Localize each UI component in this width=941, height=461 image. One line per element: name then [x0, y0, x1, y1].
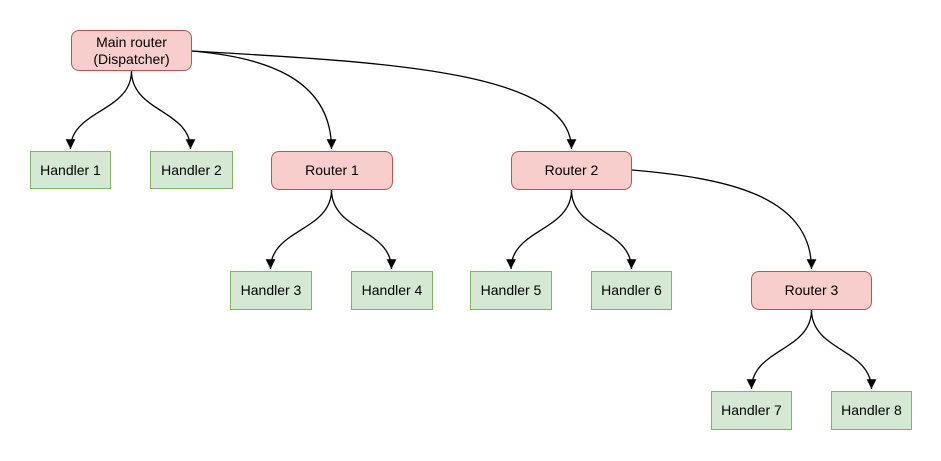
- node-router-2: Router 2: [511, 151, 632, 190]
- edge-main-to-router-2: [191, 50, 577, 150]
- node-label: Router 2: [544, 162, 599, 178]
- node-main-router-dispatcher: Main router (Dispatcher): [71, 30, 192, 71]
- node-router-3: Router 3: [751, 271, 872, 310]
- edge-router-3-to-handler-8: [810, 309, 877, 390]
- edge-main-to-handler-1: [65, 70, 133, 150]
- node-handler-5: Handler 5: [470, 271, 552, 310]
- node-label: Router 3: [784, 282, 839, 298]
- node-handler-2: Handler 2: [150, 151, 233, 189]
- edge-main-to-handler-2: [130, 70, 196, 150]
- node-label: Main router: [96, 33, 167, 50]
- node-handler-6: Handler 6: [591, 271, 672, 310]
- node-handler-4: Handler 4: [351, 271, 433, 310]
- node-label: Handler 6: [601, 282, 662, 298]
- node-label: Handler 8: [841, 402, 902, 418]
- node-label: Router 1: [305, 162, 359, 178]
- node-handler-1: Handler 1: [30, 151, 111, 189]
- node-handler-8: Handler 8: [831, 391, 912, 430]
- node-handler-7: Handler 7: [711, 391, 792, 430]
- node-label: Handler 4: [361, 282, 423, 298]
- edge-router-1-to-handler-4: [330, 189, 397, 270]
- node-label: Handler 2: [161, 161, 222, 178]
- edge-main-to-router-1: [191, 50, 337, 150]
- edge-router-2-to-handler-5: [506, 189, 573, 270]
- edge-router-2-to-router-3: [631, 169, 817, 270]
- node-label: Handler 3: [240, 282, 302, 298]
- node-label: Handler 1: [40, 161, 101, 178]
- edge-router-1-to-handler-3: [265, 189, 333, 270]
- node-label: (Dispatcher): [93, 50, 170, 67]
- node-label: Handler 5: [480, 282, 542, 298]
- node-handler-3: Handler 3: [230, 271, 312, 310]
- edge-router-2-to-handler-6: [570, 189, 637, 270]
- node-label: Handler 7: [721, 402, 782, 418]
- node-router-1: Router 1: [271, 151, 393, 190]
- edge-router-3-to-handler-7: [746, 309, 813, 390]
